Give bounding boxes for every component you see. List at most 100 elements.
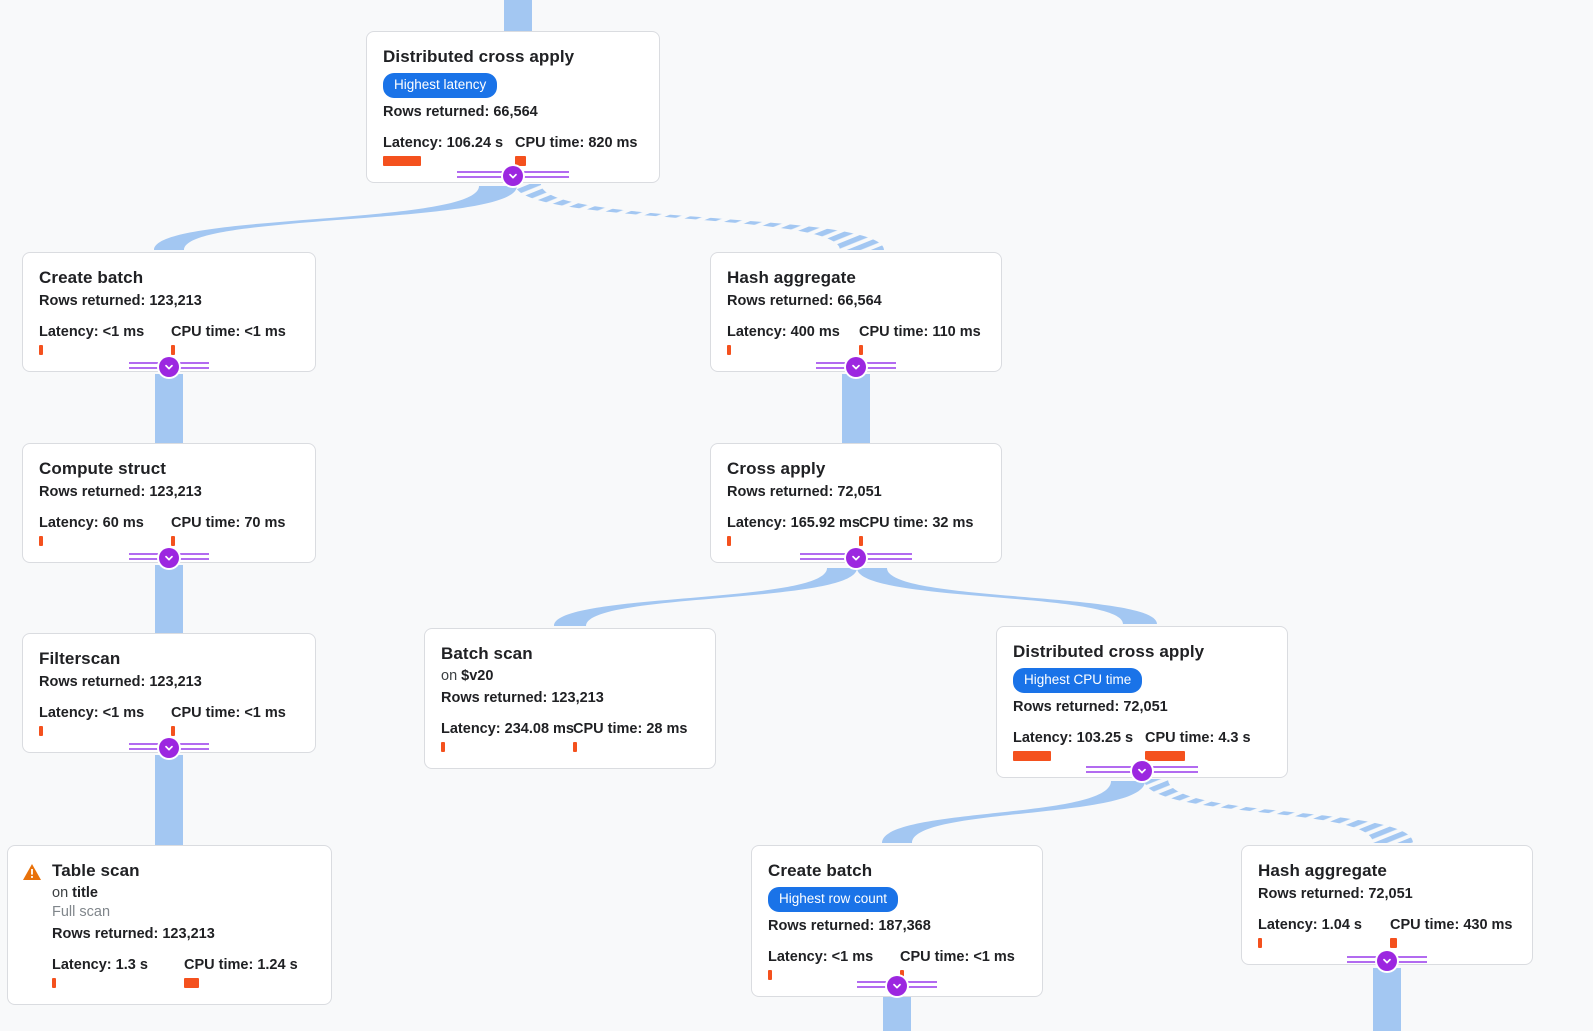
node-cpu-label: CPU time: 430 ms (1390, 917, 1513, 933)
edge-root-to-create-batch (154, 186, 517, 250)
node-latency-bar (1258, 938, 1262, 948)
node-cpu-bar (1145, 751, 1185, 761)
collapse-toggle-hash-aggregate-bottom[interactable] (1377, 951, 1397, 971)
node-cpu-label: CPU time: 4.3 s (1145, 730, 1251, 746)
node-title: Compute struct (39, 459, 167, 478)
edge-root-to-hash-aggregate (515, 184, 884, 250)
node-rows-returned: Rows returned: 72,051 (1013, 699, 1168, 715)
node-latency-bar (727, 345, 731, 355)
edge-dist-to-create-batch (882, 781, 1145, 843)
node-cpu-bar (900, 970, 904, 980)
node-latency-label: Latency: 103.25 s (1013, 730, 1134, 746)
edge-dist-to-hash-aggregate (1144, 779, 1413, 843)
node-rows-returned: Rows returned: 72,051 (1258, 886, 1413, 902)
node-latency-metric: Latency: 165.92 ms (727, 515, 860, 546)
node-title: Filterscan (39, 649, 121, 668)
node-latency-metric: Latency: 106.24 s (383, 135, 515, 166)
node-latency-bar (39, 536, 43, 546)
collapse-toggle-compute-struct[interactable] (159, 548, 179, 568)
node-cpu-metric: CPU time: <1 ms (171, 324, 286, 355)
node-latency-bar (39, 345, 43, 355)
node-scan-target-value: $v20 (461, 668, 494, 684)
collapse-toggle-create-batch-left[interactable] (159, 357, 179, 377)
node-cpu-label: CPU time: 70 ms (171, 515, 286, 531)
chevron-down-icon (165, 364, 173, 370)
node-scan-target-value: title (72, 885, 98, 901)
node-latency-label: Latency: <1 ms (39, 705, 145, 721)
node-cpu-label: CPU time: <1 ms (171, 324, 286, 340)
node-latency-label: Latency: 60 ms (39, 515, 144, 531)
collapse-toggle-cross-apply[interactable] (846, 548, 866, 568)
node-rows-returned: Rows returned: 123,213 (441, 690, 604, 706)
node-cpu-metric: CPU time: 28 ms (573, 721, 687, 752)
edge-create-batch-bottom-down (883, 993, 911, 1031)
edge-compute-to-filterscan (155, 565, 183, 633)
node-cpu-metric: CPU time: 110 ms (859, 324, 981, 355)
collapse-toggle-distributed-cross-apply-mid[interactable] (1132, 761, 1152, 781)
node-cpu-label: CPU time: 110 ms (859, 324, 981, 340)
edge-hash-aggregate-bottom-down (1373, 968, 1401, 1031)
node-latency-bar (1013, 751, 1051, 761)
node-cpu-metric: CPU time: <1 ms (171, 705, 286, 736)
chevron-down-icon (509, 173, 517, 179)
node-cpu-label: CPU time: 32 ms (859, 515, 974, 531)
collapse-toggle-filterscan[interactable] (159, 738, 179, 758)
node-cpu-metric: CPU time: <1 ms (900, 949, 1015, 980)
node-scan-target: on $v20 (441, 668, 494, 684)
collapse-toggle-distributed-cross-apply-root[interactable] (503, 166, 523, 186)
chevron-down-icon (1383, 958, 1391, 964)
node-cpu-label: CPU time: 28 ms (573, 721, 688, 737)
node-latency-label: Latency: <1 ms (768, 949, 874, 965)
node-cpu-bar (171, 345, 175, 355)
node-latency-bar (727, 536, 731, 546)
node-cpu-metric: CPU time: 4.3 s (1145, 730, 1251, 761)
collapse-toggle-hash-aggregate-upper[interactable] (846, 357, 866, 377)
node-cpu-bar (171, 536, 175, 546)
node-title: Create batch (768, 861, 873, 880)
chevron-down-icon (893, 983, 901, 989)
node-rows-returned: Rows returned: 66,564 (383, 104, 538, 120)
edge-hash-to-cross-apply (842, 374, 870, 443)
node-cpu-bar (171, 726, 175, 736)
node-latency-metric: Latency: 1.04 s (1258, 917, 1390, 948)
node-latency-metric: Latency: <1 ms (768, 949, 900, 980)
node-rows-returned: Rows returned: 123,213 (39, 484, 202, 500)
node-metrics: Latency: <1 ms CPU time: <1 ms (768, 949, 1026, 980)
edge-create-batch-to-compute (155, 374, 183, 443)
node-latency-bar (441, 742, 445, 752)
node-latency-label: Latency: <1 ms (39, 324, 145, 340)
chevron-down-icon (1138, 768, 1146, 774)
warning-icon (22, 863, 44, 886)
collapse-toggle-create-batch-bottom[interactable] (887, 976, 907, 996)
node-latency-bar (383, 156, 421, 166)
node-cpu-bar (859, 536, 863, 546)
